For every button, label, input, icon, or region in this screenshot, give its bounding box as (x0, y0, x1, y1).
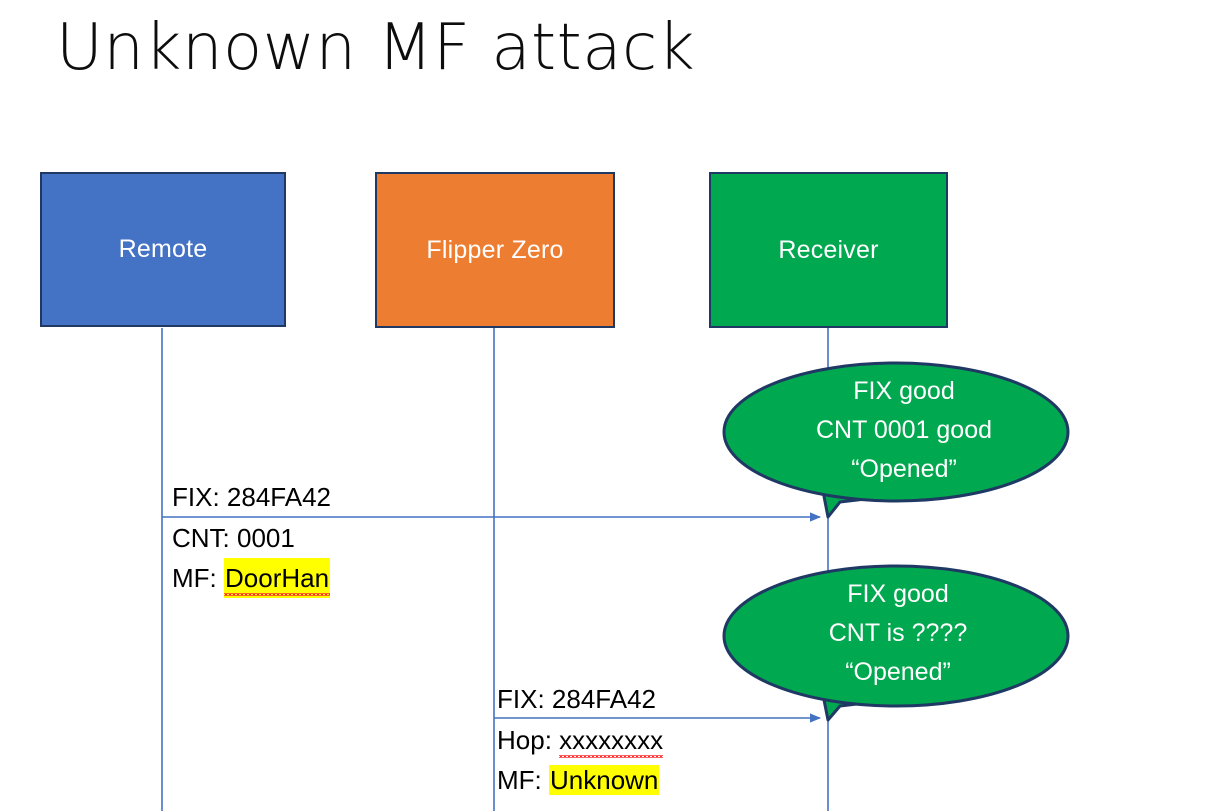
message1-mf-value: DoorHan (224, 558, 331, 598)
message1-details: CNT: 0001 MF: DoorHan (172, 518, 331, 598)
speech-bubble-second-reply[interactable]: FIX good CNT is ???? “Opened” (718, 560, 1074, 728)
bubble-oval-shape-2 (722, 564, 1070, 708)
actor-label-receiver: Receiver (778, 235, 879, 264)
message1-fix-text: FIX: 284FA42 (172, 482, 331, 512)
page-title: Unknown MF attack (56, 11, 696, 85)
message2-hop-prefix: Hop: (497, 725, 560, 755)
message1-mf-prefix: MF: (172, 563, 224, 593)
message2-mf-prefix: MF: (497, 765, 549, 795)
message2-details: Hop: xxxxxxxx MF: Unknown (497, 720, 664, 800)
actor-box-flipper-zero[interactable]: Flipper Zero (375, 172, 615, 328)
message2-hop-line: Hop: xxxxxxxx (497, 720, 664, 760)
message2-mf-value: Unknown (549, 765, 660, 795)
message1-cnt-text: CNT: 0001 (172, 523, 295, 553)
message2-hop-value: xxxxxxxx (559, 720, 664, 760)
actor-label-flipper-zero: Flipper Zero (426, 235, 564, 264)
actor-box-receiver[interactable]: Receiver (709, 172, 948, 328)
message2-fix-text: FIX: 284FA42 (497, 684, 656, 714)
actor-box-remote[interactable]: Remote (40, 172, 286, 327)
actor-label-remote: Remote (118, 235, 208, 263)
message1-mf-line: MF: DoorHan (172, 558, 331, 598)
speech-bubble-first-reply[interactable]: FIX good CNT 0001 good “Opened” (718, 358, 1074, 523)
message1-fix-line: FIX: 284FA42 (172, 477, 331, 517)
bubble-oval-shape-1 (722, 361, 1070, 503)
message2-fix-line: FIX: 284FA42 (497, 679, 656, 719)
message1-cnt-line: CNT: 0001 (172, 518, 330, 558)
message2-mf-line: MF: Unknown (497, 760, 663, 800)
